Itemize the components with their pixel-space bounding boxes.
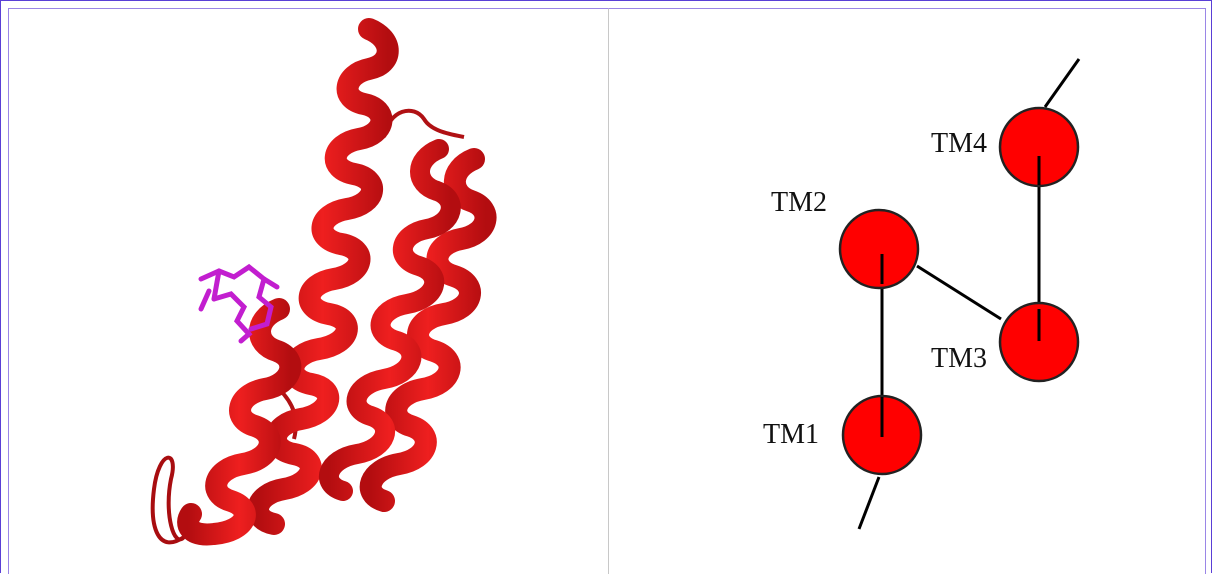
- helix-d: [177, 298, 302, 546]
- ligand-molecule: [198, 263, 280, 344]
- connector-tm4-tail: [1043, 58, 1081, 108]
- protein-ribbon-svg: [150, 18, 497, 546]
- loop-top: [382, 108, 465, 139]
- tm2-label: TM2: [771, 187, 827, 218]
- tm4-circle: [998, 106, 1080, 188]
- protein-structure-panel: [8, 8, 608, 574]
- tm1-label: TM1: [763, 419, 819, 450]
- connector-tm1-tail: [857, 476, 881, 530]
- tm3-circle: [998, 301, 1080, 383]
- tm3-label: TM3: [931, 343, 987, 374]
- connector-tm2-tm3: [916, 264, 1002, 321]
- helix-c: [319, 139, 461, 501]
- loop-bottom: [150, 455, 186, 545]
- tm4-label: TM4: [931, 128, 987, 159]
- topology-diagram-panel: TM1 TM2 TM3 TM4: [608, 8, 1206, 574]
- tm2-circle: [838, 208, 920, 290]
- helix-b: [359, 148, 497, 512]
- topology-diagram-svg: TM1 TM2 TM3 TM4: [763, 58, 1081, 530]
